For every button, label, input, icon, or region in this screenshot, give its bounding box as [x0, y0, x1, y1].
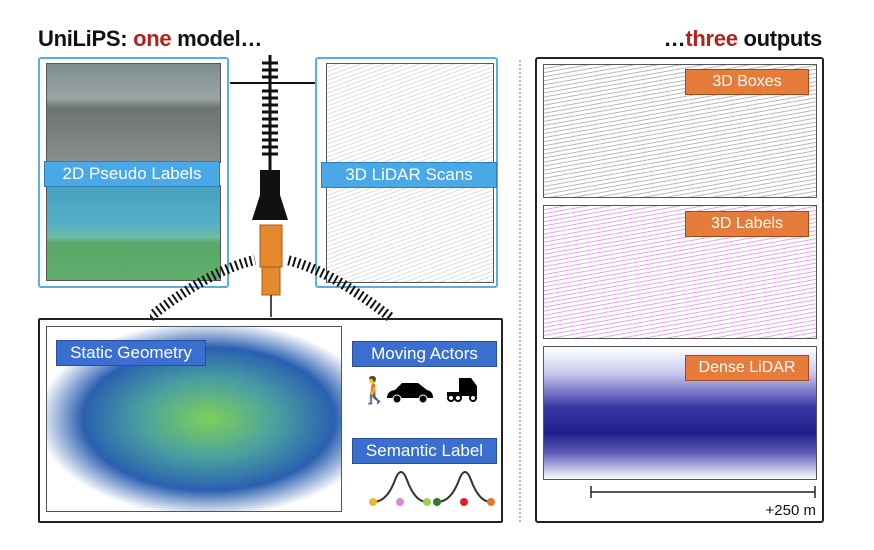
camera-image	[46, 63, 221, 163]
outputs-panel: 3D Boxes 3D Labels Dense LiDAR +250 m	[535, 57, 824, 523]
lidar-panel: 3D LiDAR Scans	[315, 57, 498, 288]
semantic-class-dot	[396, 498, 404, 506]
title-left: UniLiPS: one model…	[38, 26, 263, 51]
camera-panel: 2D Pseudo Labels	[38, 57, 229, 288]
boxes-label: 3D Boxes	[685, 69, 809, 95]
lidar-scans-label: 3D LiDAR Scans	[321, 162, 497, 188]
segmentation-image	[46, 185, 221, 281]
car-icon	[387, 383, 433, 404]
semantic-class-dot	[433, 498, 441, 506]
semantic-distribution-icon	[369, 471, 495, 506]
dense-label: Dense LiDAR	[685, 355, 809, 381]
truck-icon	[447, 378, 477, 402]
divider	[519, 60, 521, 522]
semantic-class-dot	[369, 498, 377, 506]
static-geometry-label: Static Geometry	[56, 340, 206, 366]
semantic-label-label: Semantic Label	[352, 438, 497, 464]
title-right: …three outputs	[663, 26, 823, 51]
scale-bar	[590, 486, 816, 498]
zipper-track-icon	[150, 55, 394, 321]
model-panel: Static Geometry Moving Actors 🚶 Semantic…	[38, 318, 503, 523]
moving-actors-label: Moving Actors	[352, 341, 497, 367]
semantic-class-dot	[423, 498, 431, 506]
labels-label: 3D Labels	[685, 211, 809, 237]
semantic-class-dot	[460, 498, 468, 506]
semantic-class-dot	[487, 498, 495, 506]
pseudo-labels-label: 2D Pseudo Labels	[44, 161, 220, 187]
scale-label: +250 m	[765, 502, 816, 519]
pedestrian-icon: 🚶	[358, 375, 391, 405]
